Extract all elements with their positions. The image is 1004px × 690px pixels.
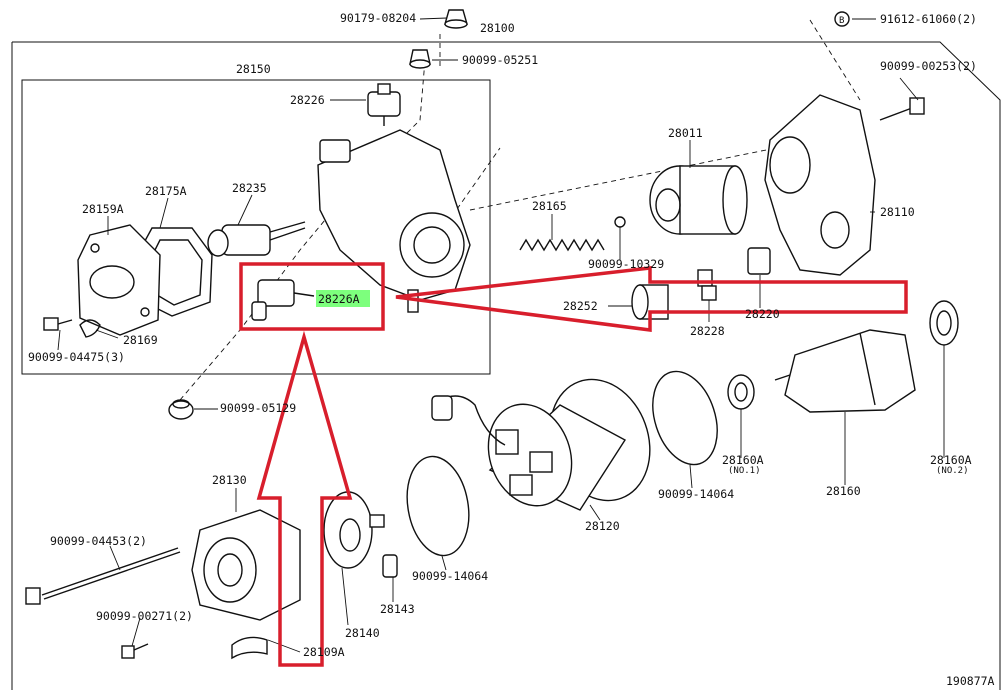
- label-28160A-no2: 28160A: [930, 453, 972, 467]
- assembly-frame-28100: [12, 41, 1001, 690]
- nut-90099-05129: [168, 399, 194, 420]
- assembly-axis-line: [179, 59, 426, 401]
- screw-90099-04475: [43, 317, 73, 331]
- label-b-marker: B: [839, 16, 844, 26]
- label-90099-14064-a: 90099-14064: [658, 487, 734, 501]
- bearing-28160A-no1: [727, 374, 755, 410]
- label-90099-05129: 90099-05129: [220, 401, 296, 415]
- label-28165: 28165: [532, 199, 567, 213]
- part-labels: 90179-08204 28100 B 91612-61060(2) 90099…: [28, 11, 995, 688]
- label-28228: 28228: [690, 324, 725, 338]
- brush-holder-28140: [323, 491, 385, 569]
- label-28175A: 28175A: [145, 184, 187, 198]
- yoke-28120: [487, 378, 651, 511]
- label-90099-04453: 90099-04453(2): [50, 534, 147, 548]
- label-28160A-no1: 28160A: [722, 453, 764, 467]
- label-28109A: 28109A: [303, 645, 345, 659]
- label-28220: 28220: [745, 307, 780, 321]
- label-28110: 28110: [880, 205, 915, 219]
- terminal-28226: [367, 83, 401, 126]
- label-90099-05251: 90099-05251: [462, 53, 538, 67]
- brush-spring-28143: [382, 554, 398, 578]
- label-90099-04475: 90099-04475(3): [28, 350, 125, 364]
- lead-wire: [431, 395, 506, 446]
- retainer-28220: [747, 247, 771, 275]
- annotation-arrow-up: [256, 330, 353, 667]
- o-ring-90099-14064-a: [652, 370, 718, 466]
- ball-90099-10329: [614, 216, 626, 228]
- clip-28109A: [231, 636, 268, 660]
- bearing-28160A-no2: [929, 300, 959, 346]
- label-28226A: 28226A: [318, 292, 360, 306]
- label-28226: 28226: [290, 93, 325, 107]
- bolt-90099-00253: [879, 97, 925, 121]
- axis-line-b: [809, 19, 861, 101]
- label-90099-14064-b: 90099-14064: [412, 569, 488, 583]
- label-28120: 28120: [585, 519, 620, 533]
- label-28159A: 28159A: [82, 202, 124, 216]
- through-bolt-90099-04453: [25, 547, 181, 605]
- label-90179-08204: 90179-08204: [340, 11, 416, 25]
- armature-28160: [774, 329, 916, 413]
- clip-28169: [79, 319, 101, 338]
- label-28150: 28150: [236, 62, 271, 76]
- annotation-arrow-right: [395, 266, 908, 332]
- terminal-28226A: [251, 279, 315, 321]
- drive-housing-28110: [764, 94, 876, 276]
- clutch-28011: [649, 165, 748, 235]
- label-90099-00271: 90099-00271(2): [96, 609, 193, 623]
- o-ring-90099-14064-b: [406, 455, 470, 557]
- plunger-28235: [207, 221, 306, 257]
- label-28252: 28252: [563, 299, 598, 313]
- highlight-box-28226A: [239, 262, 385, 331]
- label-90099-10329: 90099-10329: [588, 257, 664, 271]
- label-28169: 28169: [123, 333, 158, 347]
- magnetic-switch-housing: [317, 129, 471, 313]
- screw-90099-00271: [121, 643, 149, 659]
- marker-b: [834, 11, 850, 27]
- leader-lines: [57, 17, 945, 653]
- label-28160A-no2-sub: (NO.2): [936, 466, 969, 476]
- label-28143: 28143: [380, 602, 415, 616]
- label-28130: 28130: [212, 473, 247, 487]
- label-28160: 28160: [826, 484, 861, 498]
- label-28011: 28011: [668, 126, 703, 140]
- label-28140: 28140: [345, 626, 380, 640]
- end-cover-28159A: [77, 224, 161, 336]
- nut-90099-05251: [409, 49, 431, 69]
- spring-28165: [519, 238, 605, 252]
- label-28160A-no1-sub: (NO.1): [728, 466, 761, 476]
- label-28235: 28235: [232, 181, 267, 195]
- label-91612-61060: 91612-61060(2): [880, 12, 977, 26]
- figure-code: 190877A: [946, 674, 995, 688]
- nut-90179-08204: [444, 9, 468, 29]
- end-frame-28130: [191, 509, 301, 621]
- subassembly-frame-28150: [21, 79, 491, 375]
- label-90099-00253: 90099-00253(2): [880, 59, 977, 73]
- label-28100: 28100: [480, 21, 515, 35]
- part-label-highlight: [316, 290, 370, 307]
